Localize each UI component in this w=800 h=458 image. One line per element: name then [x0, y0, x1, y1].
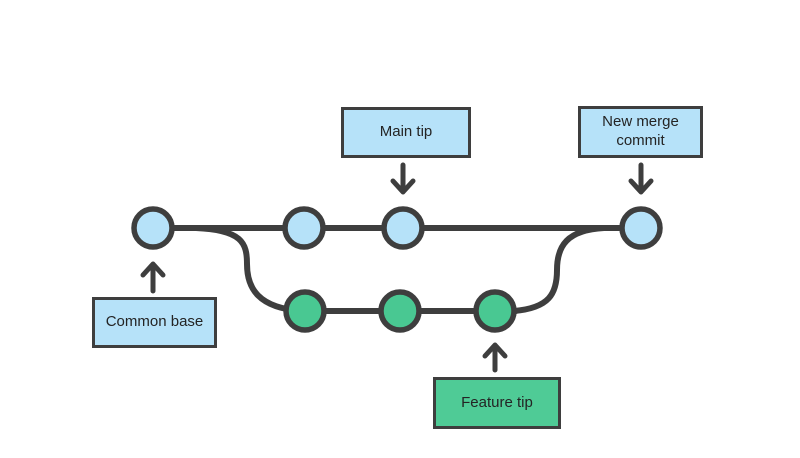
common-base-label: Common base [92, 297, 217, 348]
feature-tip-arrow-up-icon [482, 342, 508, 373]
commit-node-feature-1 [283, 289, 327, 333]
new-merge-commit-label-text: New merge commit [602, 113, 679, 149]
commit-node-main-2 [282, 206, 326, 250]
main-tip-label-text: Main tip [379, 123, 433, 141]
fork-curve [193, 225, 305, 314]
main-tip-arrow-down-icon [390, 162, 416, 195]
commit-node-feature-tip [473, 289, 517, 333]
common-base-arrow-up-icon [140, 261, 166, 294]
feature-tip-label-text: Feature tip [461, 393, 533, 411]
main-tip-label: Main tip [341, 107, 471, 158]
commit-node-main-tip [381, 206, 425, 250]
merge-curve [511, 225, 607, 314]
commit-node-common-base [131, 206, 175, 250]
commit-node-feature-2 [378, 289, 422, 333]
new-merge-commit-label: New merge commit [578, 106, 703, 158]
feature-tip-label: Feature tip [433, 377, 561, 429]
common-base-label-text: Common base [105, 313, 204, 331]
new-merge-arrow-down-icon [628, 162, 654, 195]
commit-node-new-merge [619, 206, 663, 250]
